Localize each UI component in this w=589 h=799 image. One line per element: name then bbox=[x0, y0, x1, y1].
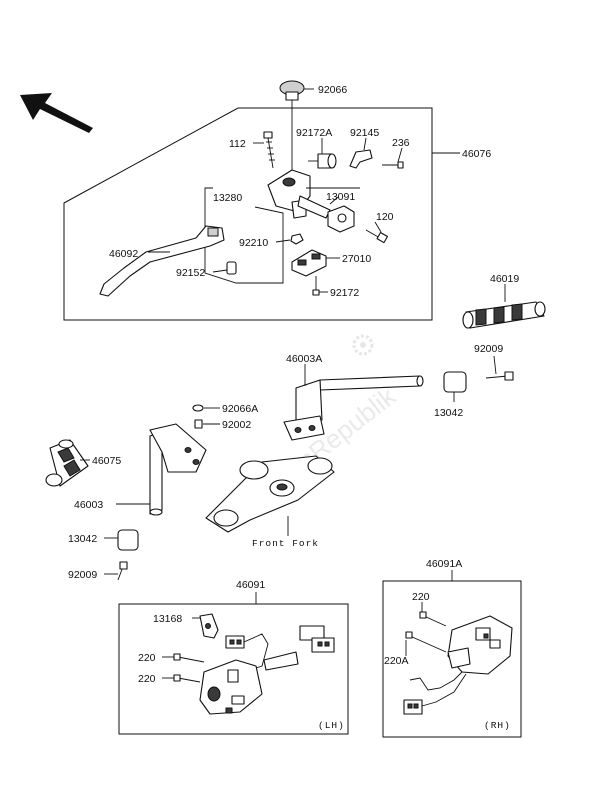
label-46075: 46075 bbox=[92, 455, 121, 467]
part-92066a-washer[interactable] bbox=[192, 404, 204, 412]
part-220-screw-lh-upper[interactable] bbox=[173, 653, 205, 663]
part-112-bolt[interactable] bbox=[263, 131, 275, 169]
lever-assembly-box bbox=[63, 107, 433, 321]
master-cylinder-body[interactable] bbox=[267, 169, 331, 219]
part-92002-bolt[interactable] bbox=[194, 419, 203, 429]
rh-side-tag: (RH) bbox=[484, 720, 511, 731]
label-92145: 92145 bbox=[350, 127, 379, 139]
label-92066: 92066 bbox=[318, 84, 347, 96]
label-27010: 27010 bbox=[342, 253, 371, 265]
label-46003: 46003 bbox=[74, 499, 103, 511]
part-92009-screw-right[interactable] bbox=[485, 371, 514, 381]
label-13042-right: 13042 bbox=[434, 407, 463, 419]
part-236-screw[interactable] bbox=[382, 161, 404, 169]
label-92152: 92152 bbox=[176, 267, 205, 279]
label-92009-left: 92009 bbox=[68, 569, 97, 581]
part-13042-weight-left[interactable] bbox=[117, 529, 139, 551]
part-92066-cap[interactable] bbox=[279, 80, 305, 101]
bracket-callout bbox=[204, 187, 284, 284]
direction-arrow-icon bbox=[20, 93, 93, 133]
label-46019: 46019 bbox=[490, 273, 519, 285]
label-220a-rh: 220A bbox=[384, 655, 409, 667]
label-92172a: 92172A bbox=[296, 127, 332, 139]
label-46091a: 46091A bbox=[426, 558, 462, 570]
rh-switch-housing[interactable] bbox=[447, 615, 513, 675]
lh-side-tag: (LH) bbox=[318, 720, 345, 731]
part-92210-nut[interactable] bbox=[290, 233, 304, 245]
label-236: 236 bbox=[392, 137, 410, 149]
part-92009-screw-left[interactable] bbox=[117, 561, 128, 581]
label-13280: 13280 bbox=[213, 192, 242, 204]
label-13168: 13168 bbox=[153, 613, 182, 625]
part-120-bolt[interactable] bbox=[365, 229, 389, 244]
lh-switch-housing[interactable] bbox=[199, 659, 263, 715]
label-46091: 46091 bbox=[236, 579, 265, 591]
part-46003-handlebar[interactable] bbox=[149, 423, 207, 516]
label-120: 120 bbox=[376, 211, 394, 223]
label-92172: 92172 bbox=[330, 287, 359, 299]
lh-switch-wiring[interactable] bbox=[225, 625, 335, 673]
label-13091: 13091 bbox=[326, 191, 355, 203]
label-220-lh-upper: 220 bbox=[138, 652, 156, 664]
part-92172-screw[interactable] bbox=[312, 276, 320, 296]
part-220-screw-rh[interactable] bbox=[419, 611, 447, 627]
label-46092: 46092 bbox=[109, 248, 138, 260]
part-92172a-fitting[interactable] bbox=[308, 153, 337, 169]
label-220-rh: 220 bbox=[412, 591, 430, 603]
label-46076: 46076 bbox=[462, 148, 491, 160]
label-92009-right: 92009 bbox=[474, 343, 503, 355]
part-92145-clip[interactable] bbox=[349, 149, 373, 169]
label-220-lh-lower: 220 bbox=[138, 673, 156, 685]
label-46003a: 46003A bbox=[286, 353, 322, 365]
part-220-screw-lh-lower[interactable] bbox=[173, 674, 201, 683]
watermark-gear-icon bbox=[352, 334, 374, 356]
label-92066a: 92066A bbox=[222, 403, 258, 415]
label-92210: 92210 bbox=[239, 237, 268, 249]
part-46019-grip[interactable] bbox=[462, 301, 546, 329]
part-13168-lever-bracket[interactable] bbox=[199, 613, 219, 639]
front-fork-note: Front Fork bbox=[252, 538, 319, 549]
label-13042-left: 13042 bbox=[68, 533, 97, 545]
part-13042-weight-right[interactable] bbox=[443, 371, 467, 393]
part-46092-lever[interactable] bbox=[99, 225, 225, 297]
label-112: 112 bbox=[229, 138, 246, 150]
label-92002: 92002 bbox=[222, 419, 251, 431]
top-triple-clamp[interactable] bbox=[205, 455, 335, 533]
rh-switch-wiring[interactable] bbox=[403, 671, 467, 715]
part-27010-switch[interactable] bbox=[291, 249, 327, 277]
part-220a-screw-rh[interactable] bbox=[405, 631, 447, 653]
part-46003a-handlebar[interactable] bbox=[283, 375, 424, 441]
part-46075-grip[interactable] bbox=[45, 439, 89, 487]
part-92152-collar[interactable] bbox=[226, 261, 237, 275]
part-13091-clamp[interactable] bbox=[327, 205, 355, 233]
lh-switch-box bbox=[118, 603, 349, 735]
